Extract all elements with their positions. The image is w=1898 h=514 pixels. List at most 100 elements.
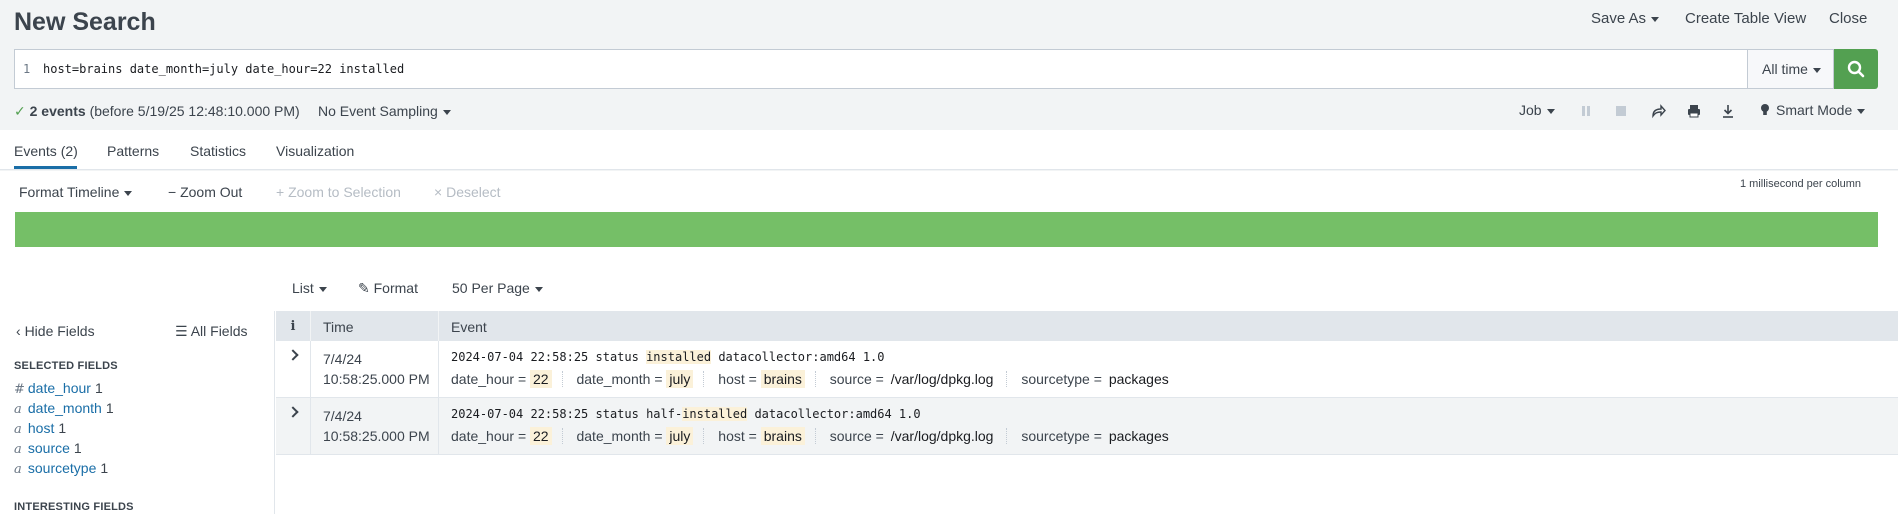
chevron-left-icon: ‹ bbox=[16, 323, 21, 339]
interesting-fields-header: INTERESTING FIELDS bbox=[14, 501, 134, 513]
list-icon: ☰ bbox=[175, 323, 188, 339]
info-column-header: i bbox=[276, 311, 311, 341]
stop-icon[interactable] bbox=[1613, 103, 1629, 119]
string-type-icon: a bbox=[14, 462, 22, 477]
field-key: date_month = bbox=[576, 428, 663, 444]
zoom-to-selection-button[interactable]: + Zoom to Selection bbox=[276, 184, 401, 200]
search-mode-label: Smart Mode bbox=[1776, 102, 1853, 118]
save-as-button[interactable]: Save As bbox=[1591, 10, 1660, 27]
field-value[interactable]: packages bbox=[1108, 371, 1169, 387]
field-value[interactable]: packages bbox=[1108, 428, 1169, 444]
event-field: source = /var/log/dpkg.log bbox=[830, 428, 1008, 444]
search-term-highlight[interactable]: installed bbox=[646, 350, 712, 364]
field-value[interactable]: 22 bbox=[530, 370, 552, 388]
field-count: 1 bbox=[105, 400, 114, 416]
hide-fields-label: Hide Fields bbox=[24, 323, 95, 339]
deselect-label: Deselect bbox=[446, 184, 501, 200]
field-value[interactable]: brains bbox=[760, 370, 805, 388]
field-count: 1 bbox=[73, 440, 82, 456]
field-count: 1 bbox=[58, 420, 67, 436]
per-page-dropdown[interactable]: 50 Per Page bbox=[452, 280, 543, 296]
chevron-right-icon[interactable] bbox=[287, 349, 299, 361]
status-detail: (before 5/19/25 12:48:10.000 PM) bbox=[89, 103, 300, 119]
time-column-header[interactable]: Time bbox=[311, 311, 439, 341]
deselect-button[interactable]: × Deselect bbox=[434, 184, 501, 200]
field-value[interactable]: july bbox=[666, 370, 694, 388]
tab-visualization[interactable]: Visualization bbox=[276, 143, 355, 159]
time-range-picker[interactable]: All time bbox=[1747, 49, 1834, 89]
search-button[interactable] bbox=[1834, 49, 1878, 89]
search-bar: 1 bbox=[14, 49, 1847, 89]
list-view-dropdown[interactable]: List bbox=[292, 280, 327, 296]
chevron-right-icon[interactable] bbox=[287, 406, 299, 418]
results-tabs: Events (2) Patterns Statistics Visualiza… bbox=[0, 130, 1898, 170]
job-label: Job bbox=[1519, 102, 1542, 118]
pause-icon[interactable] bbox=[1578, 103, 1594, 119]
raw-text: datacollector:amd64 1.0 bbox=[711, 350, 885, 364]
format-timeline-button[interactable]: Format Timeline bbox=[19, 184, 133, 200]
page-title: New Search bbox=[14, 8, 156, 36]
event-field: host = brains bbox=[718, 427, 816, 445]
field-value[interactable]: brains bbox=[760, 427, 805, 445]
field-value[interactable]: 22 bbox=[530, 427, 552, 445]
close-button[interactable]: Close bbox=[1829, 10, 1868, 27]
field-value[interactable]: /var/log/dpkg.log bbox=[890, 428, 994, 444]
search-input[interactable] bbox=[43, 50, 1743, 88]
field-key: source = bbox=[829, 371, 884, 387]
string-type-icon: a bbox=[14, 402, 22, 417]
job-menu[interactable]: Job bbox=[1519, 102, 1555, 118]
export-icon[interactable] bbox=[1720, 103, 1736, 119]
time-range-label: All time bbox=[1762, 61, 1808, 77]
event-sampling-label: No Event Sampling bbox=[318, 103, 438, 119]
string-type-icon: a bbox=[14, 422, 22, 437]
format-timeline-label: Format Timeline bbox=[19, 184, 120, 200]
fields-sidebar: ‹ Hide Fields ☰ All Fields SELECTED FIEL… bbox=[0, 311, 275, 514]
create-table-view-button[interactable]: Create Table View bbox=[1685, 10, 1807, 27]
chevron-down-icon bbox=[1812, 67, 1821, 73]
chevron-down-icon bbox=[1651, 16, 1660, 22]
field-name[interactable]: host bbox=[27, 420, 55, 436]
all-fields-button[interactable]: ☰ All Fields bbox=[175, 323, 247, 340]
event-sampling-dropdown[interactable]: No Event Sampling bbox=[318, 103, 451, 119]
event-column-header: Event bbox=[451, 319, 487, 335]
field-key: date_hour = bbox=[451, 371, 527, 387]
check-icon: ✓ bbox=[14, 103, 26, 119]
timeline-bar[interactable] bbox=[15, 212, 1878, 247]
field-value[interactable]: /var/log/dpkg.log bbox=[890, 371, 994, 387]
event-field: date_month = july bbox=[576, 427, 705, 445]
chevron-down-icon bbox=[442, 109, 451, 115]
print-icon[interactable] bbox=[1686, 103, 1702, 119]
x-icon: × bbox=[434, 184, 447, 200]
field-name[interactable]: date_hour bbox=[27, 380, 91, 396]
search-term-highlight[interactable]: installed bbox=[682, 407, 748, 421]
format-button[interactable]: ✎ Format bbox=[358, 280, 418, 297]
hide-fields-button[interactable]: ‹ Hide Fields bbox=[16, 323, 95, 339]
expand-cell bbox=[276, 398, 311, 454]
pencil-icon: ✎ bbox=[358, 280, 370, 296]
string-type-icon: a bbox=[14, 442, 22, 457]
tab-patterns[interactable]: Patterns bbox=[107, 143, 160, 159]
field-name[interactable]: source bbox=[27, 440, 70, 456]
event-fields: date_hour = 22 date_month = july host = … bbox=[451, 427, 1192, 445]
tab-events[interactable]: Events (2) bbox=[14, 143, 78, 159]
field-key: sourcetype = bbox=[1021, 371, 1102, 387]
line-number: 1 bbox=[23, 62, 31, 76]
chevron-down-icon bbox=[124, 190, 133, 196]
tab-statistics[interactable]: Statistics bbox=[190, 143, 247, 159]
zoom-out-button[interactable]: − Zoom Out bbox=[168, 184, 242, 200]
field-name[interactable]: sourcetype bbox=[27, 460, 97, 476]
per-page-label: 50 Per Page bbox=[452, 280, 530, 296]
event-clock: 10:58:25.000 PM bbox=[323, 371, 430, 387]
field-name[interactable]: date_month bbox=[27, 400, 102, 416]
share-icon[interactable] bbox=[1650, 103, 1666, 119]
search-mode-menu[interactable]: Smart Mode bbox=[1760, 102, 1866, 118]
field-key: sourcetype = bbox=[1021, 428, 1102, 444]
field-value[interactable]: july bbox=[666, 427, 694, 445]
